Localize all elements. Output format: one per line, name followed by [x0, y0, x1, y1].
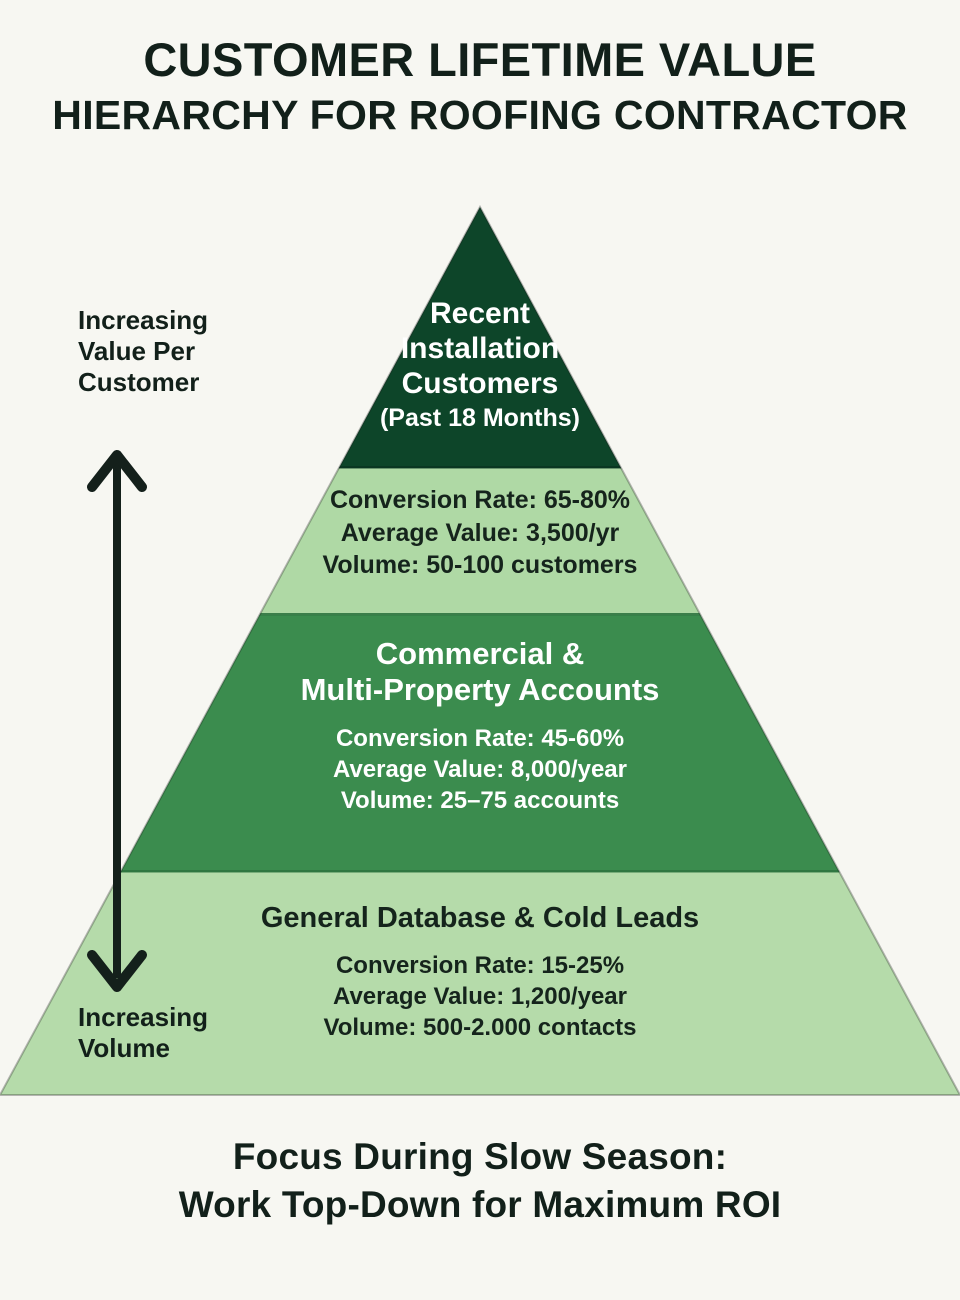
- title-line-1: CUSTOMER LIFETIME VALUE: [143, 33, 817, 86]
- pyramid-tier-2-metrics: Conversion Rate: 45-60% Average Value: 8…: [0, 723, 960, 817]
- footer-caption: Focus During Slow Season: Work Top-Down …: [0, 1133, 960, 1229]
- tier-divider-3: [0, 870, 960, 873]
- pyramid-outline: [0, 204, 960, 1096]
- tier-3-volume: Volume: 500-2.000 contacts: [323, 1014, 637, 1042]
- pyramid-tier-3-label: General Database & Cold Leads Conversion…: [0, 902, 960, 1043]
- increasing-volume-label: Increasing Volume: [78, 1002, 278, 1064]
- pyramid-tier-3-shape: [0, 872, 960, 1095]
- tier-1-conversion-rate: Conversion Rate: 65-80%: [329, 486, 631, 514]
- increasing-value-line-2: Value Per: [78, 336, 196, 367]
- tier-1-head-line-2: Installation: [400, 332, 560, 366]
- tier-1-head-line-3: Customers: [401, 367, 559, 401]
- tier-1-volume: Volume: 50-100 customers: [322, 551, 638, 579]
- tier-3-conversion-rate: Conversion Rate: 15-25%: [335, 951, 625, 979]
- footer-line-1: Focus During Slow Season:: [232, 1136, 728, 1177]
- footer-line-2: Work Top-Down for Maximum ROI: [178, 1184, 782, 1226]
- arrow-head-down-icon: [87, 950, 147, 992]
- arrow-head-up-icon: [87, 450, 147, 492]
- pyramid-tier-2-label: Commercial & Multi-Property Accounts Con…: [0, 636, 960, 816]
- page-title: CUSTOMER LIFETIME VALUE HIERARCHY FOR RO…: [0, 33, 960, 139]
- tier-3-average-value: Average Value: 1,200/year: [333, 983, 627, 1011]
- increasing-value-line-3: Customer: [78, 367, 200, 398]
- value-volume-arrow: [87, 450, 147, 992]
- tier-1-average-value: Average Value: 3,500/yr: [340, 518, 620, 547]
- increasing-value-label: Increasing Value Per Customer: [78, 305, 278, 399]
- increasing-value-line-1: Increasing: [78, 305, 209, 335]
- tier-2-head-line-1: Commercial &: [375, 636, 585, 671]
- increasing-volume-line-1: Increasing: [78, 1002, 209, 1032]
- pyramid-tier-1-label: Recent Installation Customers (Past 18 M…: [0, 296, 960, 433]
- tier-2-conversion-rate: Conversion Rate: 45-60%: [335, 724, 625, 752]
- tier-divider-1: [0, 466, 960, 469]
- tier-3-head-line-1: General Database & Cold Leads: [260, 902, 700, 934]
- tier-1-head-line-1: Recent: [429, 297, 531, 330]
- tier-2-volume: Volume: 25–75 accounts: [340, 786, 620, 814]
- tier-2-head-line-2: Multi-Property Accounts: [300, 672, 660, 708]
- tier-divider-2: [0, 613, 960, 616]
- pyramid-tier-1-metrics: Conversion Rate: 65-80% Average Value: 3…: [0, 484, 960, 582]
- title-line-2: HIERARCHY FOR ROOFING CONTRACTOR: [52, 91, 908, 138]
- increasing-volume-line-2: Volume: [78, 1033, 170, 1064]
- tier-2-average-value: Average Value: 8,000/year: [333, 755, 627, 783]
- pyramid-tier-3-metrics: Conversion Rate: 15-25% Average Value: 1…: [0, 950, 960, 1044]
- tier-1-qualifier: (Past 18 Months): [379, 404, 581, 433]
